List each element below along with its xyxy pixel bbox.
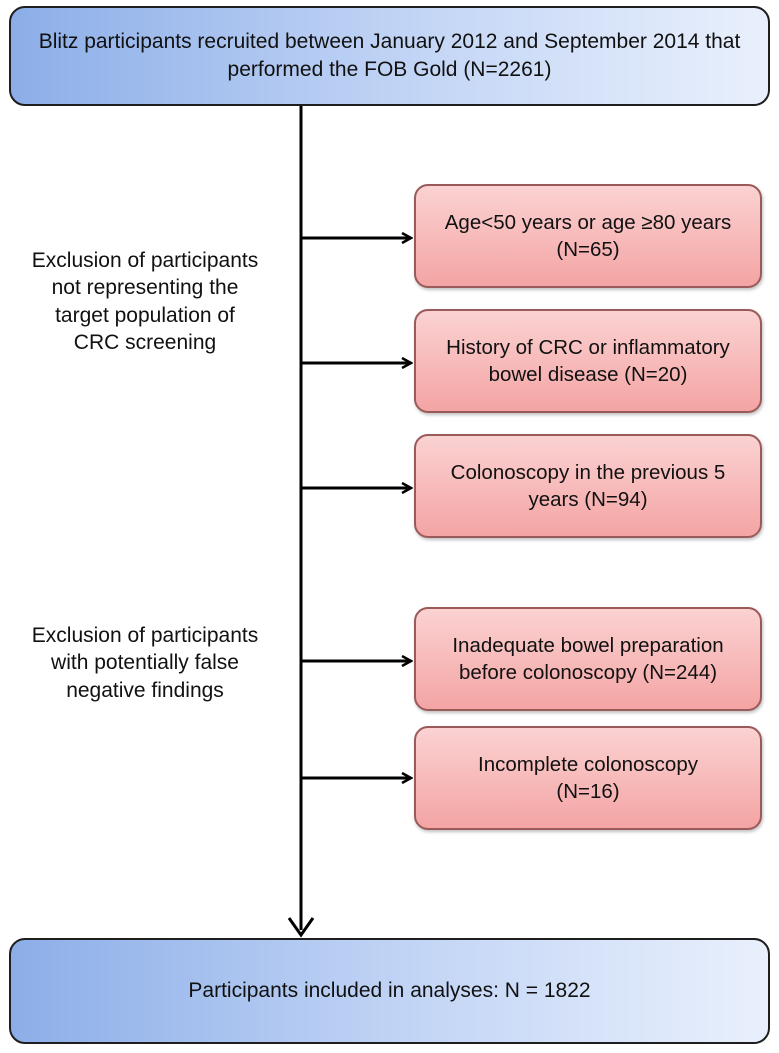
- exclusion-box-previous-colonoscopy-text: Colonoscopy in the previous 5 years (N=9…: [450, 460, 726, 511]
- exclusion-group-label-false-negative: Exclusion of participants with potential…: [31, 624, 259, 702]
- exclusion-box-age: Age<50 years or age ≥80 years (N=65): [414, 184, 762, 288]
- exclusion-box-history-text: History of CRC or inflammatory bowel dis…: [446, 335, 730, 386]
- exclusion-box-incomplete-colonoscopy-text: Incomplete colonoscopy (N=16): [478, 752, 698, 803]
- exclusion-group-label-target-population: Exclusion of participants not representi…: [31, 249, 259, 354]
- arrow-to-included-box: [287, 917, 315, 938]
- included-participants-box: Participants included in analyses: N = 1…: [9, 938, 770, 1044]
- exclusion-box-previous-colonoscopy: Colonoscopy in the previous 5 years (N=9…: [414, 434, 762, 538]
- recruited-participants-text: Blitz participants recruited between Jan…: [38, 30, 741, 81]
- exclusion-box-history: History of CRC or inflammatory bowel dis…: [414, 309, 762, 413]
- exclusion-box-incomplete-colonoscopy: Incomplete colonoscopy (N=16): [414, 726, 762, 830]
- included-participants-text: Participants included in analyses: N = 1…: [188, 979, 591, 1003]
- exclusion-box-age-text: Age<50 years or age ≥80 years (N=65): [444, 210, 732, 261]
- exclusion-box-bowel-preparation-text: Inadequate bowel preparation before colo…: [452, 633, 724, 684]
- exclusion-box-bowel-preparation: Inadequate bowel preparation before colo…: [414, 607, 762, 711]
- recruited-participants-box: Blitz participants recruited between Jan…: [9, 6, 770, 106]
